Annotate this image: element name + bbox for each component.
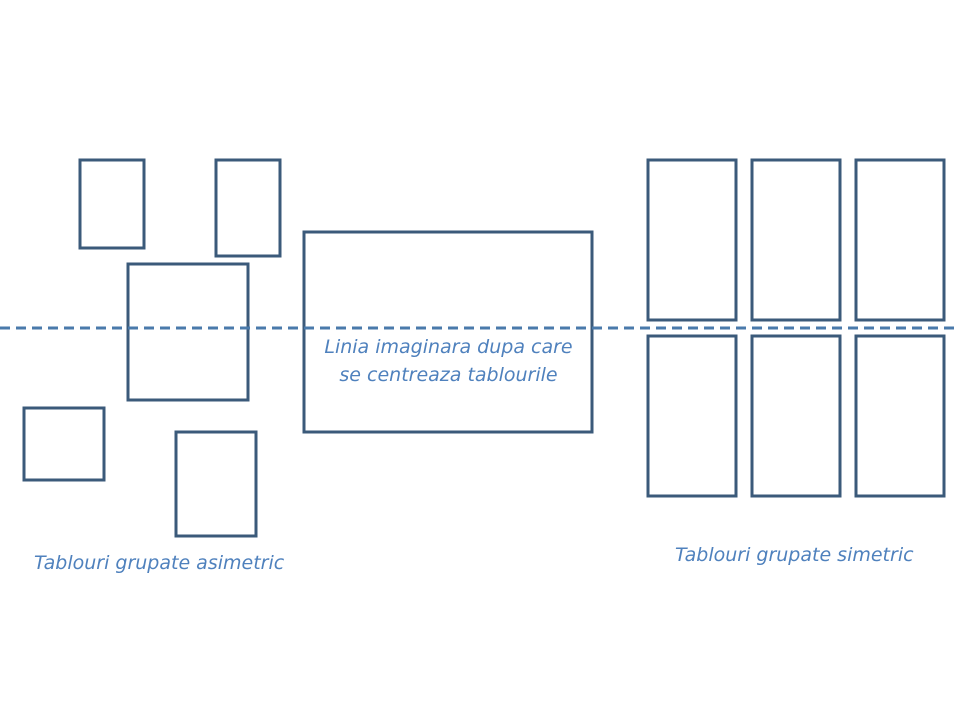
frame-sym-5 — [750, 334, 842, 498]
frame-asym-4 — [22, 406, 106, 482]
frame-asym-5 — [174, 430, 258, 538]
frame-center — [302, 230, 594, 434]
frame-asym-1 — [78, 158, 146, 250]
frame-sym-2 — [750, 158, 842, 322]
center-line-label: Linia imaginara dupa care se centreaza t… — [304, 333, 593, 389]
center-label-line-2: se centreaza tablourile — [339, 364, 558, 386]
frame-sym-4 — [646, 334, 738, 498]
frame-asym-3 — [126, 262, 250, 402]
frame-asym-2 — [214, 158, 282, 258]
frame-sym-1 — [646, 158, 738, 322]
frame-sym-3 — [854, 158, 946, 322]
frame-sym-6 — [854, 334, 946, 498]
asymmetric-group-label: Tablouri grupate asimetric — [34, 552, 285, 574]
symmetric-group-label: Tablouri grupate simetric — [675, 544, 914, 566]
center-label-line-1: Linia imaginara dupa care — [324, 336, 573, 358]
